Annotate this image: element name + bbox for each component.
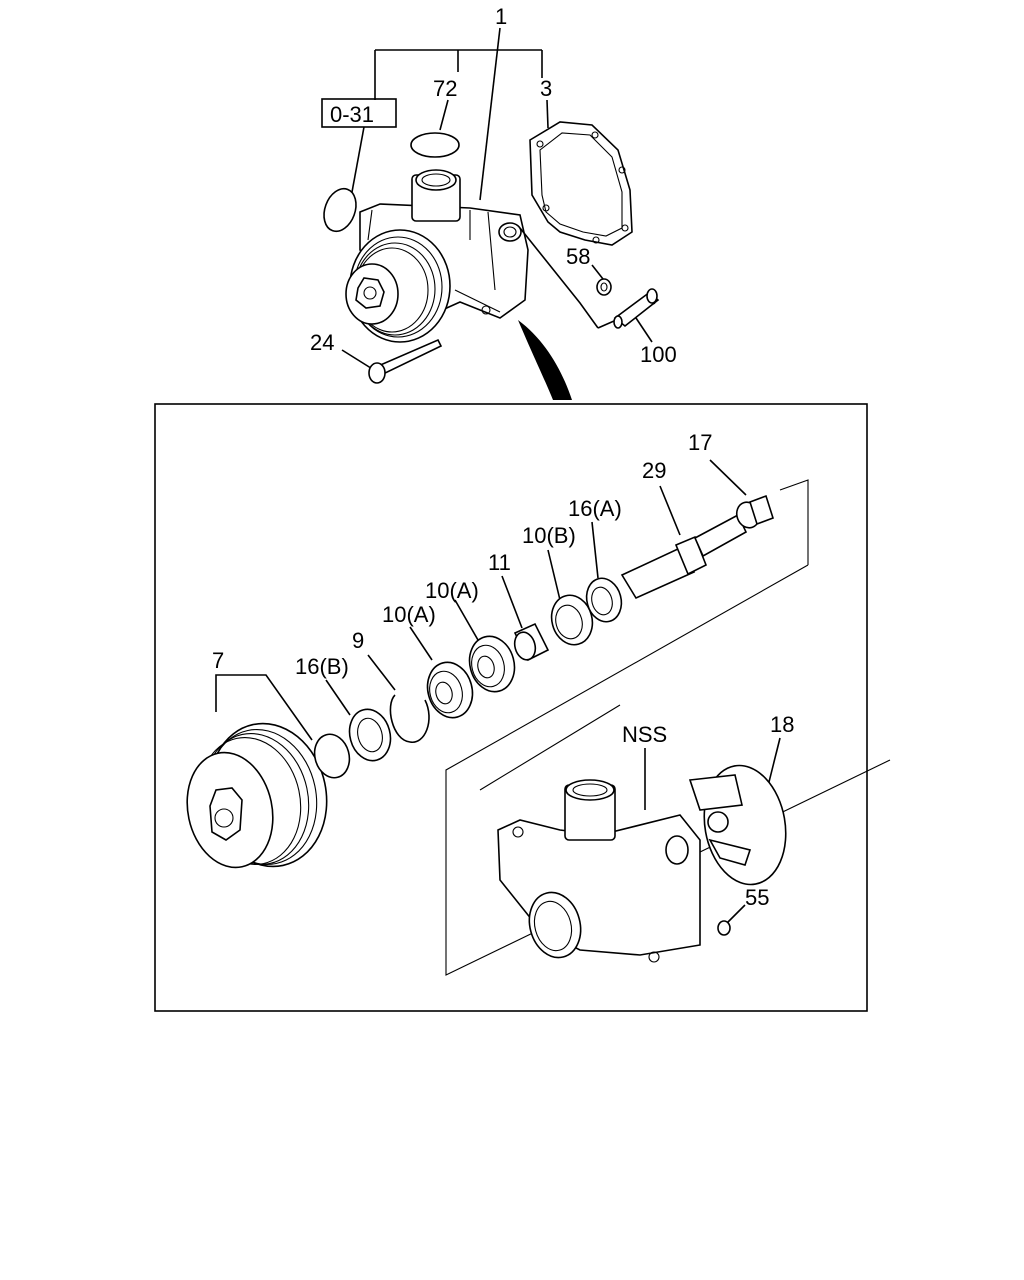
upper-assembly: 0-31 xyxy=(321,27,660,400)
callout-1: 1 xyxy=(495,4,507,29)
pulley-7 xyxy=(186,674,328,869)
callout-10a-1: 10(A) xyxy=(382,602,436,627)
bearing-10a-2 xyxy=(454,599,516,693)
snap-ring-9 xyxy=(367,654,430,743)
seal-16a xyxy=(585,521,623,623)
spacer-11 xyxy=(501,575,550,662)
impeller-18 xyxy=(688,737,787,886)
callout-100: 100 xyxy=(640,342,677,367)
seal-17 xyxy=(709,459,774,529)
callout-nss: NSS xyxy=(622,722,667,747)
callout-9: 9 xyxy=(352,628,364,653)
detail-frame xyxy=(154,403,868,1012)
o-ring-left xyxy=(323,187,357,233)
plug-58 xyxy=(596,278,612,296)
detail-arrow xyxy=(518,320,572,400)
callout-10a-2: 10(A) xyxy=(425,578,479,603)
callout-16b: 16(B) xyxy=(295,654,349,679)
plug-55 xyxy=(717,904,746,936)
bearing-10a-1 xyxy=(409,626,474,719)
callout-24: 24 xyxy=(310,330,334,355)
reference-box xyxy=(321,98,397,128)
callout-55: 55 xyxy=(745,885,769,910)
callout-16a: 16(A) xyxy=(568,496,622,521)
callout-3: 3 xyxy=(540,76,552,101)
o-ring-72 xyxy=(410,132,460,158)
callout-11: 11 xyxy=(488,550,511,575)
bearing-10b xyxy=(547,549,594,646)
gasket xyxy=(529,121,633,246)
callout-72: 72 xyxy=(433,76,457,101)
bolt-24 xyxy=(368,338,443,384)
shaft-29 xyxy=(620,485,748,600)
callout-17: 17 xyxy=(688,430,712,455)
pulley-upper xyxy=(345,229,451,343)
callout-29: 29 xyxy=(642,458,666,483)
housing-nss xyxy=(497,748,701,963)
callout-7: 7 xyxy=(212,648,224,673)
callout-58: 58 xyxy=(566,244,590,269)
callout-10b: 10(B) xyxy=(522,523,576,548)
seal-16b xyxy=(313,679,392,779)
callout-18: 18 xyxy=(770,712,794,737)
fitting-100 xyxy=(613,288,660,329)
reference-box-label: 0-31 xyxy=(330,102,374,127)
